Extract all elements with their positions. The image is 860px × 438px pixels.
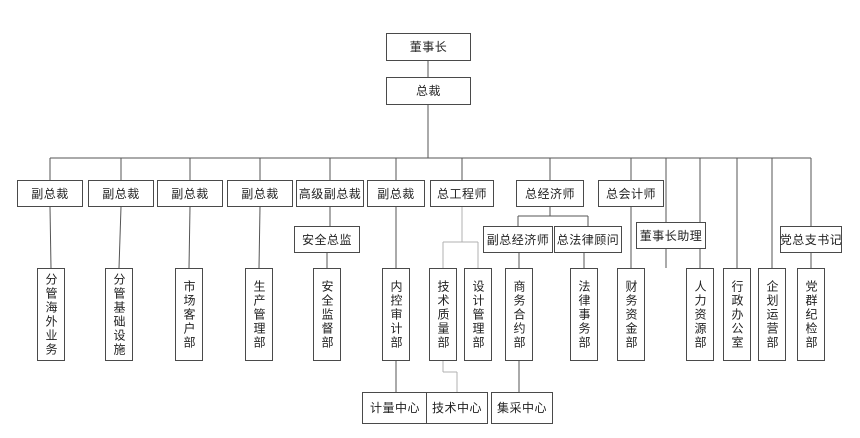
node-chief-economist: 总经济师	[516, 180, 584, 207]
node-label: 副总裁	[241, 186, 279, 201]
node-label: 总会计师	[605, 186, 656, 201]
node-vp-3: 副总裁	[157, 180, 223, 207]
connector-vp-dept	[258, 206, 261, 269]
node-party-secretary: 党总支书记	[780, 226, 842, 253]
node-label: 计量中心	[369, 401, 420, 415]
node-label: 技术质量部	[436, 279, 450, 350]
dept-overseas: 分管海外业务	[37, 268, 65, 361]
node-label: 副总裁	[102, 186, 140, 201]
node-label: 集采中心	[496, 401, 547, 415]
node-vp-2: 副总裁	[88, 180, 154, 207]
node-label: 生产管理部	[252, 279, 266, 350]
dept-hr: 人力资源部	[686, 268, 714, 361]
center-tech: 技术中心	[426, 392, 488, 424]
dept-infrastructure: 分管基础设施	[105, 268, 133, 361]
node-label: 副总经济师	[486, 232, 550, 247]
dept-safety: 安全监督部	[313, 268, 341, 361]
dept-legal: 法律事务部	[570, 268, 598, 361]
node-label: 内控审计部	[389, 279, 403, 350]
node-label: 董事长助理	[639, 228, 703, 243]
dept-party: 党群纪检部	[797, 268, 825, 361]
node-label: 技术中心	[431, 401, 482, 415]
node-label: 总法律顾问	[556, 232, 620, 247]
node-label: 副总裁	[171, 186, 209, 201]
node-vp-1: 副总裁	[17, 180, 83, 207]
node-label: 安全总监	[301, 232, 352, 247]
node-label: 法律事务部	[577, 279, 591, 350]
node-label: 党群纪检部	[804, 279, 818, 350]
node-president: 总裁	[386, 77, 471, 105]
center-procurement: 集采中心	[491, 392, 553, 424]
node-label: 分管海外业务	[44, 272, 58, 357]
node-deputy-economist: 副总经济师	[483, 226, 553, 253]
node-chairman: 董事长	[386, 33, 471, 61]
node-label: 市场客户部	[182, 279, 196, 350]
node-safety-director: 安全总监	[294, 226, 360, 253]
node-label: 党总支书记	[779, 232, 843, 247]
node-label: 财务资金部	[624, 279, 638, 350]
node-label: 总工程师	[436, 186, 487, 201]
node-label: 高级副总裁	[298, 186, 362, 201]
node-senior-vp: 高级副总裁	[296, 180, 364, 207]
node-label: 设计管理部	[471, 279, 485, 350]
node-label: 总经济师	[524, 186, 575, 201]
node-vp-5: 副总裁	[367, 180, 425, 207]
center-metering: 计量中心	[362, 392, 428, 424]
connector-vp-dept	[188, 206, 191, 269]
node-label: 副总裁	[31, 186, 69, 201]
node-label: 企划运营部	[765, 279, 779, 350]
dept-audit: 内控审计部	[382, 268, 410, 361]
dept-planning: 企划运营部	[758, 268, 786, 361]
dept-admin: 行政办公室	[723, 268, 751, 361]
dept-finance: 财务资金部	[617, 268, 645, 361]
node-label: 分管基础设施	[112, 272, 126, 357]
node-chairman-assistant: 董事长助理	[636, 222, 706, 249]
node-label: 董事长	[409, 40, 448, 54]
dept-design: 设计管理部	[464, 268, 492, 361]
dept-production: 生产管理部	[245, 268, 273, 361]
node-label: 人力资源部	[693, 279, 707, 350]
dept-market: 市场客户部	[175, 268, 203, 361]
node-legal-counsel: 总法律顾问	[554, 226, 622, 253]
node-vp-4: 副总裁	[227, 180, 293, 207]
node-label: 总裁	[415, 84, 441, 98]
node-label: 副总裁	[377, 186, 415, 201]
connector-vp-dept	[49, 206, 52, 269]
node-chief-accountant: 总会计师	[598, 180, 664, 207]
dept-contract: 商务合约部	[505, 268, 533, 361]
node-label: 安全监督部	[320, 279, 334, 350]
node-label: 商务合约部	[512, 279, 526, 350]
dept-tech-quality: 技术质量部	[429, 268, 457, 361]
node-label: 行政办公室	[730, 279, 744, 350]
connector-vp-dept	[118, 206, 122, 269]
node-chief-engineer: 总工程师	[430, 180, 494, 207]
